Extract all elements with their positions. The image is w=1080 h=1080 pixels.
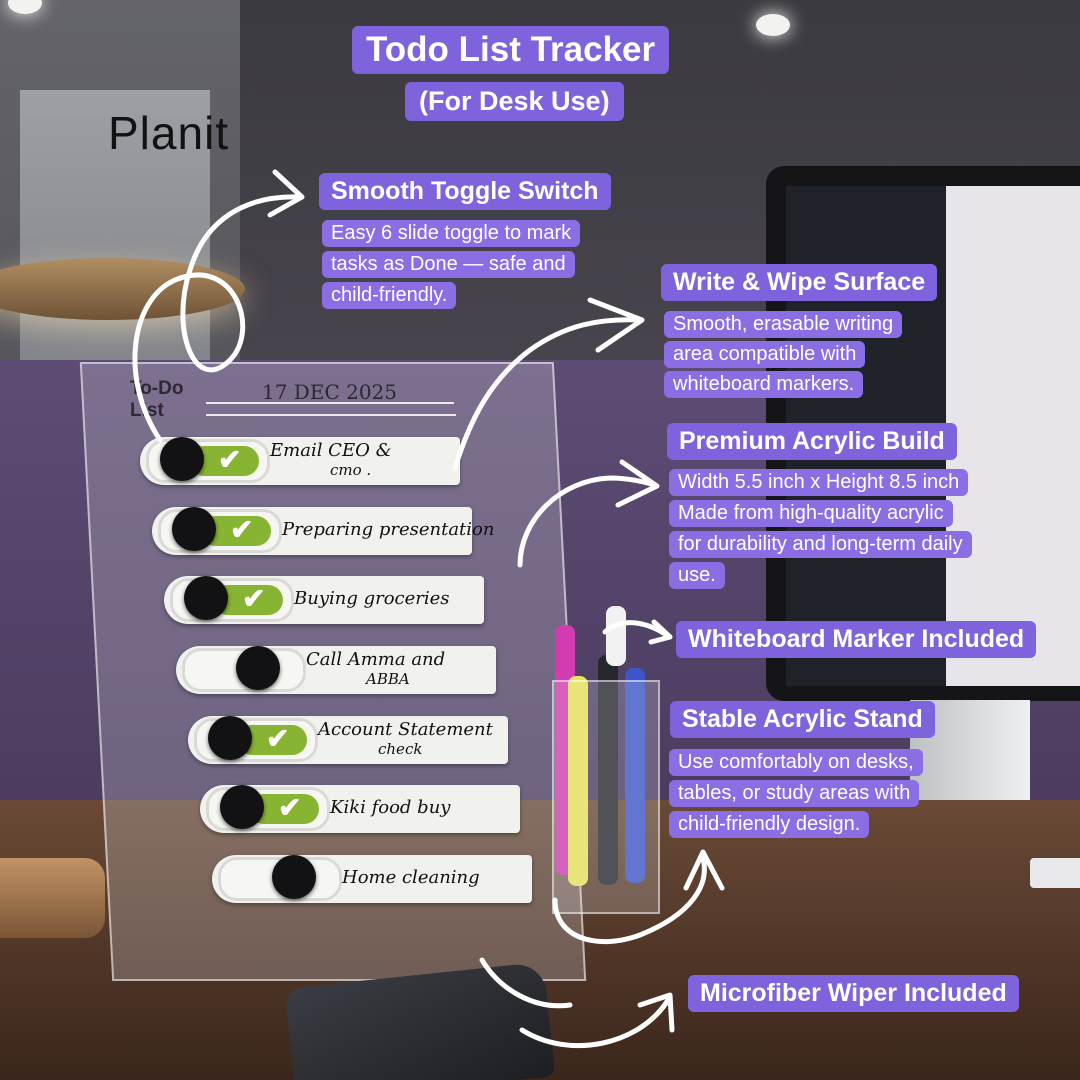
marker-cap [606, 606, 626, 666]
feature-toggle-title: Smooth Toggle Switch [319, 173, 611, 210]
check-icon: ✔ [242, 583, 266, 614]
task-text-line2: cmo . [330, 461, 372, 479]
black-marker [598, 655, 618, 885]
board-rule [206, 402, 454, 404]
feature-acrylic-line: Made from high-quality acrylic [669, 500, 953, 527]
brand-logo: Planit [108, 107, 230, 159]
page-subtitle: (For Desk Use) [405, 82, 624, 121]
board-title-line2: List [130, 400, 164, 421]
board-date: 17 DEC 2025 [262, 380, 397, 404]
ceiling-light [8, 0, 42, 14]
feature-toggle-line: child-friendly. [322, 282, 457, 309]
check-icon: ✔ [218, 444, 242, 475]
toggle-knob[interactable] [172, 507, 216, 551]
task-text: Kiki food buy [330, 797, 451, 818]
acrylic-pen-holder [552, 680, 660, 914]
task-text: Email CEO & [270, 440, 392, 461]
feature-acrylic-line: Width 5.5 inch x Height 8.5 inch [669, 469, 969, 496]
page-title: Todo List Tracker [352, 26, 670, 74]
feature-stand-line: child-friendly design. [669, 811, 870, 838]
feature-toggle-line: tasks as Done — safe and [322, 251, 575, 278]
feature-stand-line: Use comfortably on desks, [669, 749, 923, 776]
toggle-knob[interactable] [160, 437, 204, 481]
check-icon: ✔ [266, 723, 290, 754]
task-text: Call Amma and [306, 649, 446, 670]
board-title-line1: To-Do [130, 378, 184, 399]
task-text: Buying groceries [294, 588, 450, 609]
task-text: Account Statement [318, 719, 493, 740]
check-icon: ✔ [230, 514, 254, 545]
feature-surface-line: Smooth, erasable writing [664, 311, 903, 338]
toggle-knob[interactable] [272, 855, 316, 899]
toggle-knob[interactable] [208, 716, 252, 760]
feature-stand-line: tables, or study areas with [669, 780, 920, 807]
blue-marker [625, 668, 645, 883]
board-title: To-Do List [130, 378, 183, 422]
task-text: Preparing presentation [282, 519, 495, 540]
feature-surface-title: Write & Wipe Surface [661, 264, 938, 301]
check-icon: ✔ [278, 792, 302, 823]
toggle-knob[interactable] [236, 646, 280, 690]
task-text-line2: ABBA [366, 670, 410, 688]
feature-surface-line: whiteboard markers. [664, 371, 864, 398]
yellow-marker [568, 676, 588, 886]
feature-marker-title: Whiteboard Marker Included [676, 621, 1037, 658]
ceiling-light [756, 14, 790, 36]
desk-lamp-base [0, 858, 105, 938]
feature-wiper-title: Microfiber Wiper Included [688, 975, 1019, 1012]
task-text-line2: check [378, 740, 423, 758]
feature-acrylic-line: for durability and long-term daily [669, 531, 972, 558]
feature-acrylic-line: use. [669, 562, 725, 589]
feature-acrylic-title: Premium Acrylic Build [667, 423, 957, 460]
board-rule [206, 414, 456, 416]
feature-stand-title: Stable Acrylic Stand [670, 701, 935, 738]
feature-surface-line: area compatible with [664, 341, 866, 368]
task-text: Home cleaning [342, 867, 480, 888]
toggle-knob[interactable] [184, 576, 228, 620]
feature-toggle-line: Easy 6 slide toggle to mark [322, 220, 581, 247]
toggle-knob[interactable] [220, 785, 264, 829]
keyboard [1030, 858, 1080, 888]
